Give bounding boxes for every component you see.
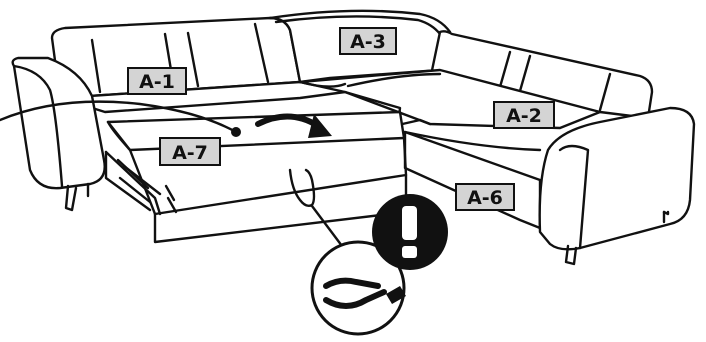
svg-text:A-6: A-6 [467,187,503,209]
svg-text:A-1: A-1 [139,71,175,93]
right-backrest [428,30,654,120]
warning-exclamation-icon [372,194,448,270]
svg-text:A-3: A-3 [350,31,386,53]
label-a7: A-7 [159,137,221,166]
pull-out-bed [104,110,408,244]
left-armrest [11,56,106,212]
svg-text:A-7: A-7 [172,142,208,164]
right-armrest [538,106,696,266]
rotation-arrow-icon [231,113,332,138]
svg-text:A-2: A-2 [506,105,542,127]
hand-icon [310,240,406,336]
label-a3: A-3 [339,27,397,55]
pointer-line [0,100,238,134]
label-a1: A-1 [127,67,187,95]
label-a6: A-6 [455,183,515,211]
label-a2: A-2 [493,101,555,129]
bed-handle-strap [288,168,344,248]
